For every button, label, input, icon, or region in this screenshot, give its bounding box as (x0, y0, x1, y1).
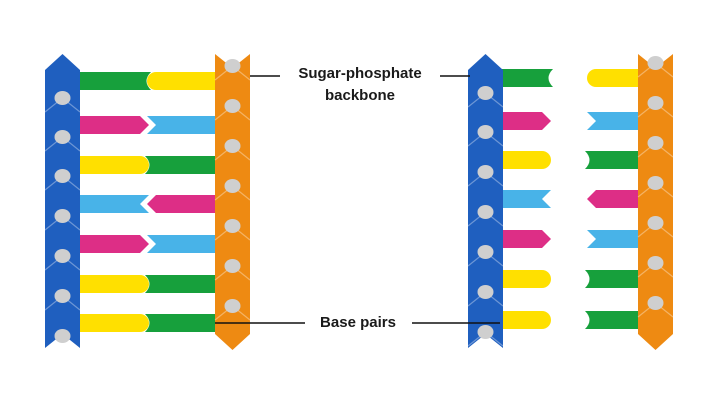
left-base-pair-P (76, 116, 149, 134)
right-separated-base-B (499, 190, 551, 208)
left-backbone-orange (215, 54, 250, 350)
phosphate-circle (477, 86, 494, 100)
right-backbone-blue (468, 54, 503, 348)
left-backbone-blue (45, 54, 80, 348)
phosphate-circle (54, 329, 71, 343)
phosphate-circle (477, 325, 494, 339)
right-separated-base-Y (499, 270, 551, 288)
right-separated-base-Y (587, 69, 642, 87)
phosphate-circle (647, 176, 664, 190)
right-separated-base-B (587, 230, 642, 248)
right-separated-base-G (585, 151, 642, 169)
phosphate-circle (54, 130, 71, 144)
phosphate-circle (54, 289, 71, 303)
right-separated-base-B (587, 112, 642, 130)
right-separated-base-Y (499, 311, 551, 329)
backbone-label-line2: backbone (324, 87, 396, 104)
left-base-pair-G (145, 156, 218, 174)
phosphate-circle (647, 256, 664, 270)
left-base-pair-Y (76, 275, 149, 293)
right-separated-base-G (499, 69, 553, 87)
left-base-pair-B (147, 235, 218, 253)
phosphate-circle (224, 139, 241, 153)
left-base-pair-G (145, 314, 218, 332)
right-separated-base-P (587, 190, 642, 208)
right-separated-base-G (585, 270, 642, 288)
phosphate-circle (54, 91, 71, 105)
phosphate-circle (477, 165, 494, 179)
left-base-pair-P (147, 195, 218, 213)
phosphate-circle (224, 179, 241, 193)
phosphate-circle (224, 299, 241, 313)
phosphate-circle (224, 59, 241, 73)
phosphate-circle (224, 219, 241, 233)
left-base-pair-Y (76, 314, 149, 332)
left-base-pair-G (76, 72, 151, 90)
left-base-pair-G (145, 275, 218, 293)
phosphate-circle (54, 169, 71, 183)
right-separated-base-Y (499, 151, 551, 169)
base-pairs-label: Base pairs (320, 314, 396, 331)
phosphate-circle (54, 209, 71, 223)
left-base-pair-B (147, 116, 218, 134)
right-backbone-orange (638, 54, 673, 350)
left-base-pair-Y (76, 156, 149, 174)
left-base-pair-P (76, 235, 149, 253)
backbone-label: Sugar-phosphate backbone (276, 63, 444, 107)
phosphate-circle (647, 136, 664, 150)
phosphate-circle (477, 205, 494, 219)
right-separated-base-P (499, 112, 551, 130)
phosphate-circle (647, 296, 664, 310)
right-separated-base-G (585, 311, 642, 329)
phosphate-circle (647, 56, 664, 70)
phosphate-circle (477, 285, 494, 299)
left-base-pair-B (76, 195, 149, 213)
phosphate-circle (647, 216, 664, 230)
left-base-pair-Y (147, 72, 218, 90)
phosphate-circle (224, 99, 241, 113)
phosphate-circle (647, 96, 664, 110)
right-separated-base-P (499, 230, 551, 248)
phosphate-circle (54, 249, 71, 263)
backbone-label-line1: Sugar-phosphate (298, 65, 422, 82)
phosphate-circle (224, 259, 241, 273)
phosphate-circle (477, 125, 494, 139)
phosphate-circle (477, 245, 494, 259)
